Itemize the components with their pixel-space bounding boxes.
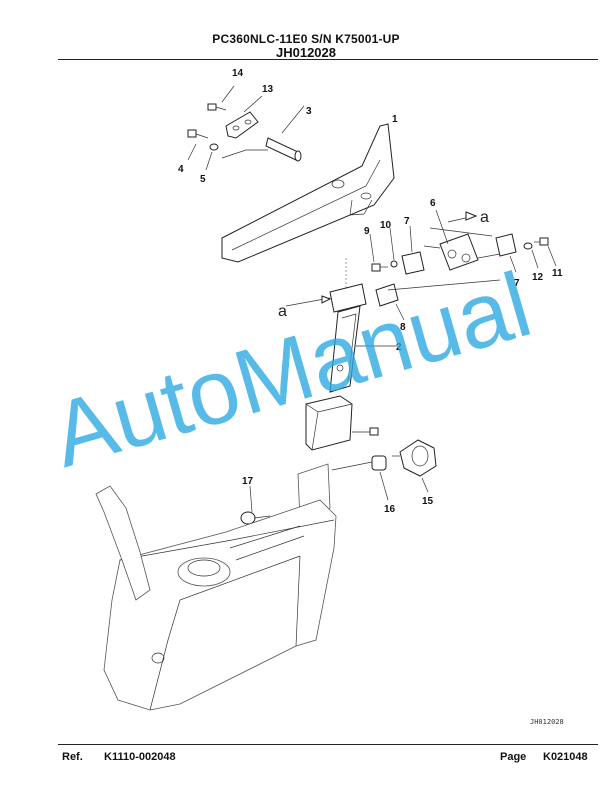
callout-7-left: 7 xyxy=(404,216,410,227)
figure-id-title: JH012028 xyxy=(276,45,336,60)
footer-page-value: K021048 xyxy=(543,751,588,763)
arrow-icon xyxy=(321,295,332,304)
footer-ref-value: K1110-002048 xyxy=(104,751,176,763)
part-8-plate xyxy=(375,279,501,321)
callout-13: 13 xyxy=(262,84,274,95)
watermark-text: AutoManual xyxy=(41,254,541,487)
callout-16: 16 xyxy=(384,504,396,515)
part-15-knob xyxy=(392,439,437,493)
model-title: PC360NLC-11E0 S/N K75001-UP xyxy=(212,32,400,46)
callout-10: 10 xyxy=(380,220,392,231)
part-9-bolt xyxy=(369,233,388,272)
callout-1: 1 xyxy=(392,114,398,125)
console-body xyxy=(95,463,337,711)
callout-6: 6 xyxy=(430,198,436,209)
part-11-bolt xyxy=(534,237,557,267)
part-16-collar xyxy=(331,455,389,501)
part-6-clamp xyxy=(423,209,501,271)
callout-12: 12 xyxy=(532,272,544,283)
part-10-washer xyxy=(389,227,398,268)
callout-14: 14 xyxy=(232,68,244,79)
callout-8: 8 xyxy=(400,322,406,333)
part-7-plate-right xyxy=(495,233,517,273)
footer-ref-label: Ref. xyxy=(62,751,83,763)
footer-page-label: Page xyxy=(500,751,527,763)
part-17-screw xyxy=(240,485,271,525)
part-5-washer xyxy=(205,143,268,171)
view-marker-a-right: a xyxy=(480,209,489,226)
callout-7-right: 7 xyxy=(514,278,520,289)
part-12-washer xyxy=(523,242,539,269)
part-13-plate xyxy=(225,95,263,139)
callout-2: 2 xyxy=(396,342,402,353)
footer-rule xyxy=(58,744,598,745)
callout-4: 4 xyxy=(178,164,184,175)
callout-9: 9 xyxy=(364,226,370,237)
callout-11: 11 xyxy=(552,268,563,279)
part-3-pin xyxy=(265,105,305,162)
drawing-reference-code: JH012028 xyxy=(530,718,564,726)
callout-5: 5 xyxy=(200,174,206,185)
part-7-plate-left xyxy=(401,225,425,275)
callout-17: 17 xyxy=(242,476,254,487)
view-marker-a-left: a xyxy=(278,303,287,320)
part-2-bracket xyxy=(285,258,398,393)
callout-3: 3 xyxy=(306,106,312,117)
part-1-armrest xyxy=(221,123,395,263)
part-14-bolt xyxy=(207,85,235,111)
console-mount-block xyxy=(305,395,379,451)
callout-15: 15 xyxy=(422,496,434,507)
header-rule xyxy=(58,59,598,60)
part-4-bolt xyxy=(187,129,209,161)
